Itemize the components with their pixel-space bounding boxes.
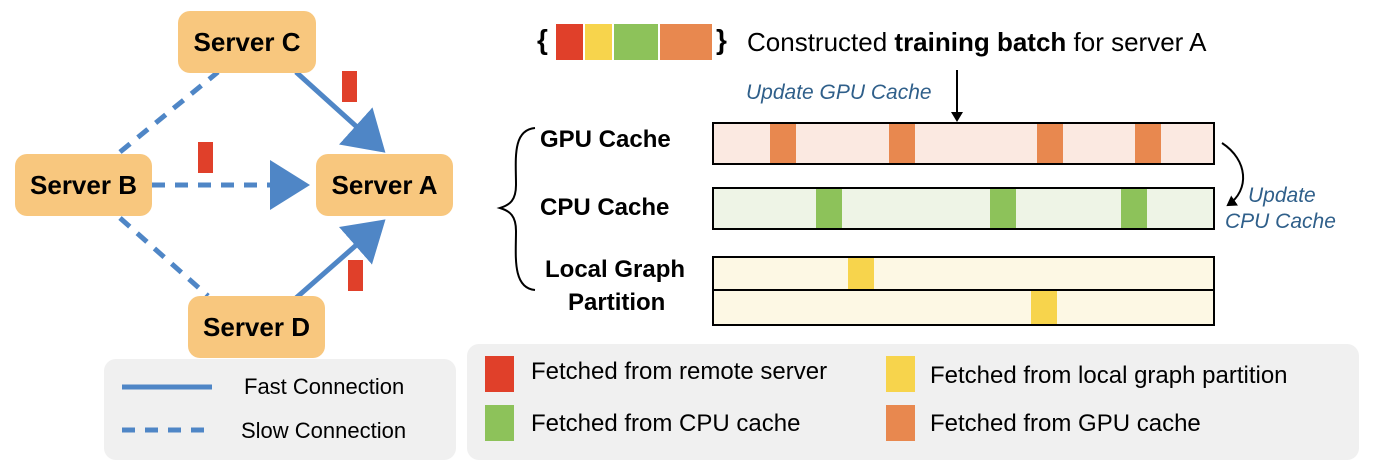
server-a-node: Server A [316, 154, 453, 216]
server-b-label: Server B [30, 169, 137, 200]
gpu-slot [770, 124, 796, 163]
server-d-node: Server D [188, 296, 325, 358]
legend-gpu-swatch [886, 405, 915, 441]
batch-orange-item [660, 24, 712, 60]
gpu-cache-label: GPU Cache [540, 126, 671, 153]
local-slot [1031, 291, 1057, 324]
batch-yellow-item [585, 24, 612, 60]
batch-caption: Constructed training batch for server A [747, 27, 1206, 58]
server-d-label: Server D [203, 311, 310, 342]
legend-cpu-label: Fetched from CPU cache [531, 410, 801, 437]
batch-close-brace: } [716, 24, 727, 55]
update-gpu-label: Update GPU Cache [746, 81, 932, 104]
cpu-cache-label: CPU Cache [540, 194, 670, 221]
cpu-slot [816, 189, 842, 228]
link-c-to-a [294, 70, 386, 153]
local-partition-bar [712, 256, 1215, 326]
update-cpu-label-2: CPU Cache [1225, 210, 1336, 233]
link-b-to-c [118, 70, 220, 154]
legend-local-label: Fetched from local graph partition [930, 362, 1288, 389]
link-b-to-d [118, 216, 210, 298]
legend-local-swatch [886, 356, 915, 392]
server-c-label: Server C [193, 26, 301, 57]
legend-gpu-label: Fetched from GPU cache [930, 410, 1201, 437]
cpu-slot [990, 189, 1016, 228]
gpu-slot [889, 124, 915, 163]
slow-connection-label: Slow Connection [241, 418, 407, 443]
batch-red-item [556, 24, 583, 60]
link-d-to-a [294, 219, 386, 300]
update-cpu-label-1: Update [1248, 184, 1316, 207]
server-b-node: Server B [15, 154, 152, 216]
server-c-node: Server C [178, 11, 316, 73]
legend-remote-label: Fetched from remote server [531, 358, 828, 385]
batch-caption-bold: training batch [894, 27, 1067, 57]
local-graph-label-1: Local Graph [545, 256, 686, 283]
remote-marker-d [348, 260, 363, 291]
batch-caption-suffix: for server A [1066, 27, 1207, 57]
gpu-slot [1037, 124, 1063, 163]
batch-open-brace: { [537, 24, 548, 55]
rows-brace [496, 127, 536, 291]
update-cpu-arrow [1221, 142, 1244, 207]
legend-cpu-swatch [485, 405, 514, 441]
cpu-slot [1121, 189, 1147, 228]
gpu-slot [1135, 124, 1161, 163]
fast-connection-label: Fast Connection [244, 374, 405, 399]
local-slot [848, 258, 874, 289]
server-a-label: Server A [331, 169, 438, 200]
local-partition-divider [712, 289, 1215, 291]
legend-remote-swatch [485, 356, 514, 392]
remote-marker-c [342, 71, 357, 102]
local-graph-label-2: Partition [568, 289, 666, 316]
batch-green-item [614, 24, 658, 60]
remote-marker-b [198, 142, 213, 173]
batch-caption-plain: Constructed [747, 27, 895, 57]
